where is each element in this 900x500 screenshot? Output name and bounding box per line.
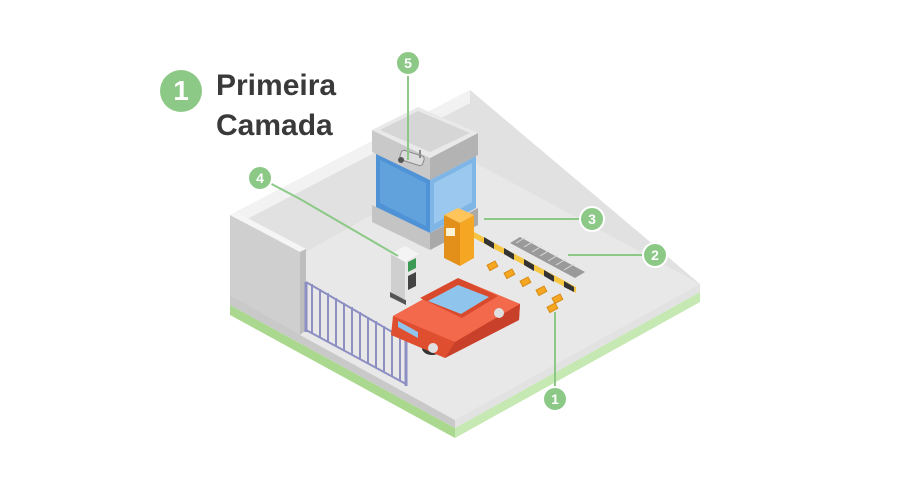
guard-booth — [372, 107, 478, 250]
title-line-1: Primeira — [216, 69, 337, 102]
callout-1-label: 1 — [551, 391, 559, 407]
callout-4: 4 — [247, 165, 273, 191]
callout-5: 5 — [395, 50, 421, 76]
callout-5-label: 5 — [404, 55, 412, 71]
callout-2: 2 — [642, 242, 668, 268]
callout-4-label: 4 — [256, 170, 264, 186]
callout-line-4 — [263, 179, 399, 257]
ticket-kiosk — [390, 246, 419, 305]
callout-2-label: 2 — [651, 247, 659, 263]
callout-lines — [263, 76, 643, 386]
callout-1: 1 — [542, 386, 568, 412]
barrier-arm — [474, 232, 576, 293]
drain-grate — [510, 236, 585, 278]
barrier-gate — [444, 208, 576, 293]
callout-3-label: 3 — [588, 211, 596, 227]
callout-3: 3 — [579, 206, 605, 232]
page-title: Primeira Camada — [216, 66, 336, 146]
title-line-2: Camada — [216, 109, 333, 142]
sliding-gate — [304, 281, 408, 386]
car — [391, 278, 520, 358]
title-number-badge: 1 — [160, 70, 202, 112]
security-camera-icon — [398, 149, 425, 167]
floor-sensors — [458, 253, 564, 314]
